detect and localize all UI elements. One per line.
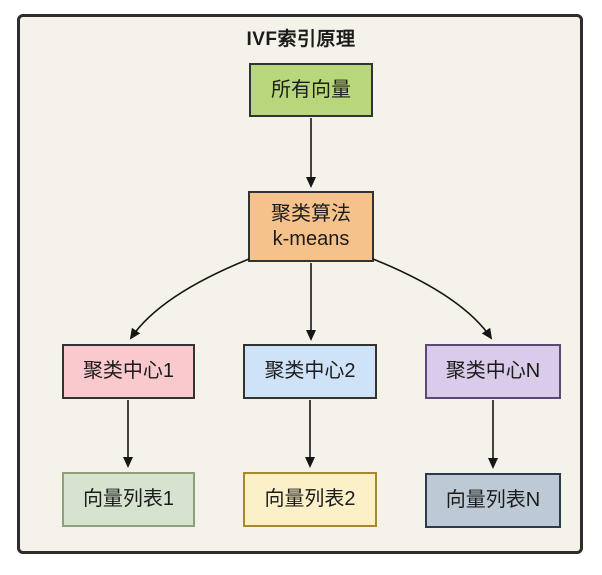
node-vector-list-1-label: 向量列表1 <box>82 488 175 510</box>
node-cluster-center-n-label: 聚类中心N <box>445 360 541 382</box>
node-vector-list-2: 向量列表2 <box>243 472 377 527</box>
node-kmeans: 聚类算法 k-means <box>248 191 374 262</box>
node-vector-list-2-label: 向量列表2 <box>264 488 356 510</box>
node-all-vectors-label: 所有向量 <box>271 78 351 101</box>
node-cluster-center-1-label: 聚类中心1 <box>82 360 175 382</box>
node-vector-list-n: 向量列表N <box>425 473 561 528</box>
node-kmeans-label-line1: 聚类算法 <box>271 202 351 225</box>
node-all-vectors: 所有向量 <box>249 63 373 117</box>
diagram-title: IVF索引原理 <box>246 29 356 50</box>
node-vector-list-n-label: 向量列表N <box>445 489 541 511</box>
node-cluster-center-1: 聚类中心1 <box>62 344 195 399</box>
node-cluster-center-2: 聚类中心2 <box>243 344 377 399</box>
node-cluster-center-n: 聚类中心N <box>425 344 561 399</box>
node-vector-list-1: 向量列表1 <box>62 472 195 527</box>
node-kmeans-label-line2: k-means <box>272 227 350 250</box>
node-cluster-center-2-label: 聚类中心2 <box>264 360 356 382</box>
